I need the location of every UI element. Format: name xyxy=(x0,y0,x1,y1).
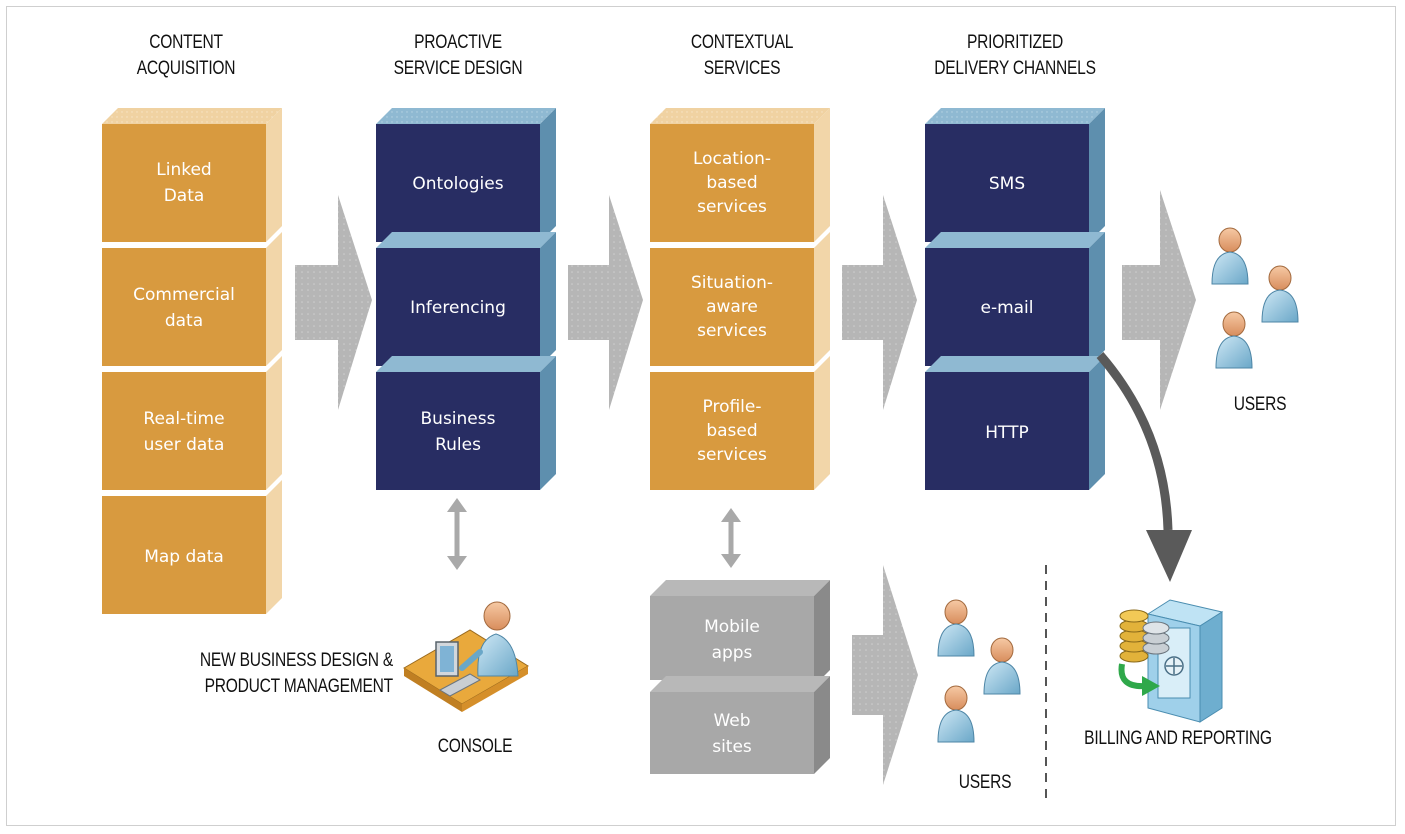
svg-text:SMS: SMS xyxy=(989,174,1025,194)
block-situation-aware: Situation-aware services xyxy=(650,232,830,366)
flow-arrow-4 xyxy=(1122,190,1196,410)
block-web-sites: Web sites xyxy=(650,676,830,774)
heading-line: ACQUISITION xyxy=(136,58,236,79)
svg-text:e-mail: e-mail xyxy=(980,298,1033,318)
block-text-line: services xyxy=(697,197,767,217)
block-text-line: Mobile xyxy=(704,617,760,637)
block-text-line: user data xyxy=(144,435,225,455)
block-profile-based: Profile-based services xyxy=(650,356,830,490)
label-new-business-design: NEW BUSINESS DESIGN & PRODUCT MANAGEMENT xyxy=(183,648,393,700)
heading-content-acquisition: CONTENT ACQUISITION xyxy=(119,30,253,82)
operator-console-icon xyxy=(403,601,529,712)
users-icon-bottom xyxy=(937,599,1021,743)
block-text-line: Web xyxy=(713,711,750,731)
users-icon-top xyxy=(1211,227,1299,369)
flow-arrow-5 xyxy=(852,565,918,785)
block-text-line: services xyxy=(697,445,767,465)
label-users-top: USERS xyxy=(1233,394,1287,415)
block-text-line: data xyxy=(165,311,203,331)
block-text-line: Situation- xyxy=(691,273,773,293)
block-text-line: aware xyxy=(706,297,758,317)
block-text-line: apps xyxy=(712,643,753,663)
label-line: PRODUCT MANAGEMENT xyxy=(204,676,394,697)
label-console: CONSOLE xyxy=(437,736,513,757)
block-text-line: Commercial xyxy=(133,285,235,305)
svg-text:HTTP: HTTP xyxy=(985,423,1029,443)
label-line: NEW BUSINESS DESIGN & xyxy=(199,650,393,671)
block-location-based: Location-based services xyxy=(650,108,830,242)
channels-gray-column: Mobile apps Web sites xyxy=(650,580,830,774)
block-text-line: sites xyxy=(712,737,752,757)
bidirectional-arrow-console xyxy=(447,498,467,570)
block-inferencing: Inferencing xyxy=(376,232,556,366)
block-text-line: based xyxy=(706,421,757,441)
bidirectional-arrow-apps xyxy=(721,508,741,568)
block-email: e-mail xyxy=(925,232,1105,366)
label-billing-and-reporting: BILLING AND REPORTING xyxy=(1084,728,1272,749)
block-map-data: Map data xyxy=(102,480,282,614)
block-text-line: SMS xyxy=(989,174,1025,194)
diagram-frame xyxy=(6,6,1396,826)
block-http: HTTP xyxy=(925,356,1105,490)
delivery-channels-column: SMS e-mail HTTP xyxy=(925,108,1105,490)
block-ontologies: Ontologies xyxy=(376,108,556,242)
svg-text:Ontologies: Ontologies xyxy=(412,174,503,194)
contextual-services-column: Location-based services Situation-aware se… xyxy=(650,108,830,490)
heading-contextual-services: CONTEXTUAL SERVICES xyxy=(668,30,816,82)
flow-arrow-1 xyxy=(295,195,372,410)
billing-curved-arrow xyxy=(1096,352,1192,582)
flow-arrow-2 xyxy=(568,195,643,410)
svg-text:Inferencing: Inferencing xyxy=(410,298,506,318)
svg-text:Map data: Map data xyxy=(144,547,224,567)
heading-line: DELIVERY CHANNELS xyxy=(934,58,1096,79)
block-text-line: Real-time xyxy=(143,409,224,429)
block-text-line: Business xyxy=(421,409,496,429)
heading-line: PROACTIVE xyxy=(414,32,502,53)
vault-coins-icon xyxy=(1118,599,1224,723)
block-real-time-user-data: Real-time user data xyxy=(102,356,282,490)
block-text-line: Ontologies xyxy=(412,174,503,194)
heading-line: CONTEXTUAL xyxy=(690,32,794,53)
block-sms: SMS xyxy=(925,108,1105,242)
block-text-line: Map data xyxy=(144,547,224,567)
flow-arrow-3 xyxy=(842,195,917,410)
heading-prioritized-delivery-channels: PRIORITIZED DELIVERY CHANNELS xyxy=(921,30,1110,82)
block-text-line: Inferencing xyxy=(410,298,506,318)
block-text-line: Profile- xyxy=(703,397,762,417)
heading-line: SERVICES xyxy=(703,58,781,79)
block-text-line: Rules xyxy=(435,435,481,455)
block-text-line: Linked xyxy=(156,160,211,180)
block-text-line: services xyxy=(697,321,767,341)
block-text-line: e-mail xyxy=(980,298,1033,318)
block-commercial-data: Commercial data xyxy=(102,232,282,366)
heading-proactive-service-design: PROACTIVE SERVICE DESIGN xyxy=(378,30,539,82)
block-text-line: HTTP xyxy=(985,423,1029,443)
block-text-line: Location- xyxy=(693,149,771,169)
heading-line: SERVICE DESIGN xyxy=(393,58,523,79)
label-users-bottom: USERS xyxy=(958,772,1012,793)
heading-line: CONTENT xyxy=(149,32,223,53)
block-mobile-apps: Mobile apps xyxy=(650,580,830,686)
block-text-line: based xyxy=(706,173,757,193)
heading-line: PRIORITIZED xyxy=(967,32,1063,53)
block-text-line: Data xyxy=(164,186,205,206)
